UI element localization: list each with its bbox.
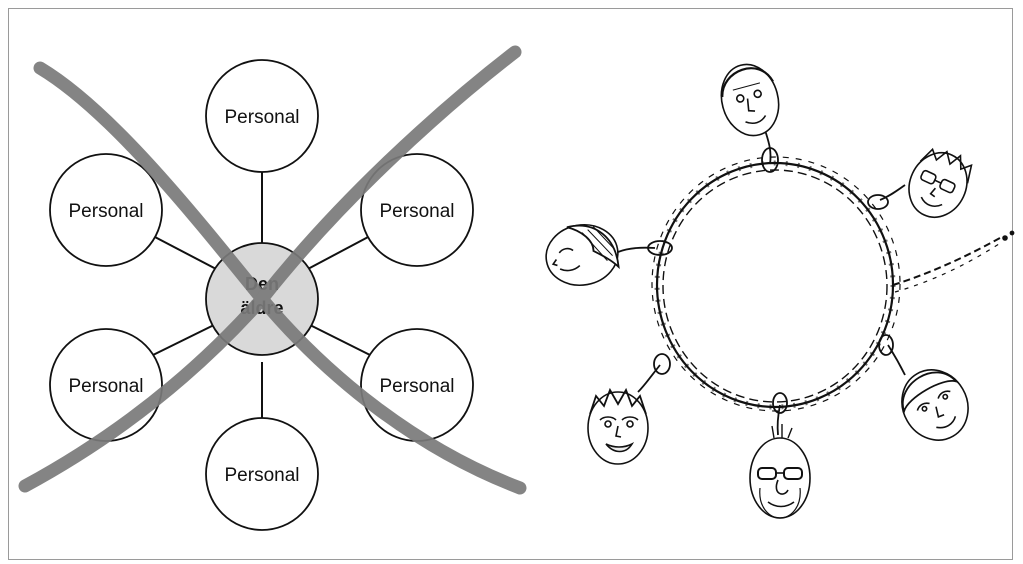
- face-charm-right: [901, 369, 969, 441]
- face-charm-bottom-left: [587, 387, 649, 465]
- spoke-upper-left: [152, 235, 219, 271]
- charm-connectors: [617, 129, 906, 436]
- satellite-circle-upper-right: [360, 153, 474, 267]
- satellite-circle-top: [205, 59, 319, 173]
- cross-out-mark: [18, 45, 527, 495]
- satellite-label-upper-right: Personal: [380, 201, 455, 222]
- satellite-label-bottom: Personal: [225, 465, 300, 486]
- face-charm-left: [545, 224, 620, 286]
- satellite-label-lower-left: Personal: [69, 376, 144, 397]
- satellite-label-top: Personal: [225, 107, 300, 128]
- satellite-label-lower-right: Personal: [380, 376, 455, 397]
- necklace-illustration: [545, 63, 1015, 519]
- cross-stroke-2: [18, 45, 522, 493]
- satellite-circle-bottom: [205, 417, 319, 531]
- satellite-label-upper-left: Personal: [69, 201, 144, 222]
- figure-frame: [8, 8, 1013, 560]
- face-charm-top: [720, 63, 780, 137]
- satellite-circle-upper-left: [49, 153, 163, 267]
- hub-diagram: Personal Personal Personal Personal Pers…: [18, 45, 527, 531]
- spoke-upper-right: [305, 235, 371, 271]
- spoke-lower-left: [152, 322, 219, 356]
- spoke-lower-right: [305, 322, 371, 356]
- face-charm-bottom: [749, 424, 811, 519]
- diagram-spokes: [152, 172, 371, 422]
- face-charm-top-right: [908, 147, 973, 218]
